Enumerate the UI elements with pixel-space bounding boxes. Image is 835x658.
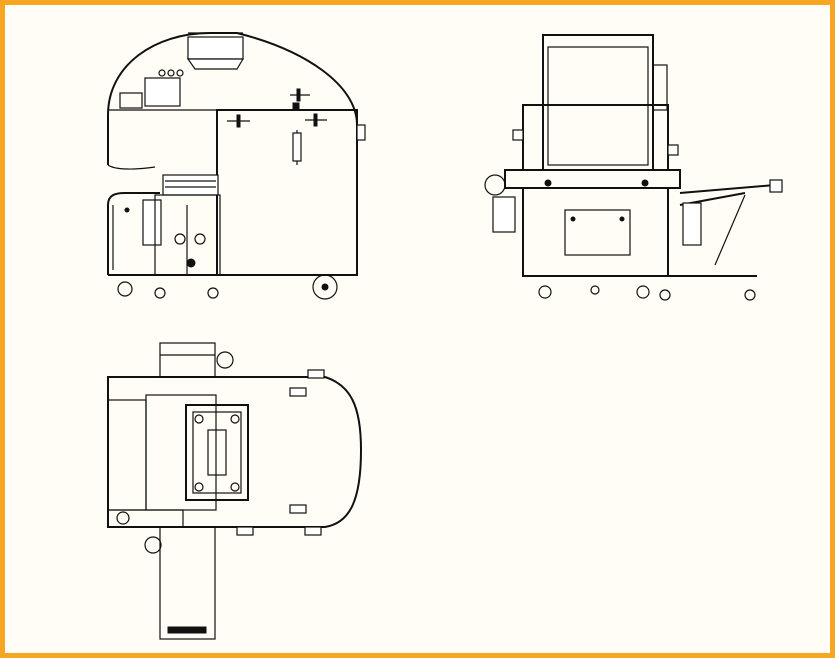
left-base-cabinet <box>107 192 160 275</box>
plan-conveyor-bottom <box>159 526 216 640</box>
front-caster-3 <box>636 285 650 299</box>
plan-corner-4 <box>230 482 240 492</box>
caster-3 <box>207 287 219 299</box>
front-motor <box>484 174 506 196</box>
plan-discharge-wheel <box>116 511 130 525</box>
front-right-knob <box>667 144 679 156</box>
plan-bottom-motor <box>144 536 162 554</box>
front-arm-upper <box>679 184 776 194</box>
door-handle <box>356 124 366 141</box>
latch-top-block <box>292 102 300 110</box>
plan-outline <box>107 376 363 528</box>
handwheel-left <box>174 233 186 245</box>
front-conveyor-bar <box>504 169 681 189</box>
front-arm-end <box>769 179 783 193</box>
plan-corner-2 <box>230 414 240 424</box>
latch-top-pin <box>296 88 301 102</box>
front-right-tank <box>682 202 702 246</box>
conveyor-head <box>162 174 219 196</box>
plan-left-section <box>107 399 147 511</box>
plan-conveyor-belt-end <box>167 626 207 634</box>
indicator-lamp-1 <box>158 69 166 77</box>
panel-bolt-2 <box>619 216 625 222</box>
front-hopper <box>542 34 654 171</box>
cabinet-body <box>216 109 358 276</box>
plan-top-motor <box>216 351 234 369</box>
front-bolt-1 <box>544 179 552 187</box>
plan-corner-1 <box>194 414 204 424</box>
plan-latch-5 <box>304 526 322 536</box>
plan-hopper-inner <box>192 411 242 494</box>
caster-2 <box>154 287 166 299</box>
panel-bolt-1 <box>570 216 576 222</box>
plan-latch-2 <box>307 369 325 379</box>
latch-right-pin <box>313 113 318 127</box>
plan-conveyor-top <box>159 342 216 378</box>
front-upper-body <box>522 104 669 171</box>
front-caster-1 <box>538 285 552 299</box>
adjust-knob <box>186 258 196 268</box>
door-slot-frame <box>292 132 302 162</box>
caster-4-hub <box>321 283 329 291</box>
front-left-knob <box>512 129 524 141</box>
front-strut <box>714 194 746 266</box>
plan-latch-1 <box>289 387 307 397</box>
front-side-bracket <box>652 64 668 111</box>
hopper <box>187 36 244 60</box>
plan-discharge-plate <box>107 509 184 528</box>
top-plan-view <box>107 342 363 640</box>
front-caster-2 <box>590 285 600 295</box>
front-left-tank <box>492 196 516 233</box>
indicator-lamp-3 <box>176 69 184 77</box>
front-elevation-view <box>484 34 783 301</box>
control-panel <box>144 77 181 107</box>
indicator-lamp-2 <box>167 69 175 77</box>
latch-left-pin <box>236 114 241 128</box>
caster-1 <box>117 281 133 297</box>
hood-lower-curve <box>107 164 156 170</box>
front-access-panel <box>564 209 631 256</box>
plan-corner-3 <box>194 482 204 492</box>
plan-hopper-opening <box>185 404 249 501</box>
plan-latch-3 <box>289 504 307 514</box>
motor-box <box>119 92 143 109</box>
plan-handle <box>207 429 227 476</box>
front-bolt-2 <box>641 179 649 187</box>
left-base-panel <box>142 199 162 246</box>
front-caster-4 <box>659 289 671 301</box>
caster-4 <box>312 274 338 300</box>
technical-drawing <box>107 32 783 640</box>
front-lower-cabinet <box>522 187 669 277</box>
plan-latch-4 <box>236 526 254 536</box>
hopper-neck <box>186 58 245 70</box>
side-elevation-view <box>107 32 366 300</box>
handwheel-right <box>194 233 206 245</box>
front-caster-5 <box>744 289 756 301</box>
left-base-bolt <box>124 207 130 213</box>
